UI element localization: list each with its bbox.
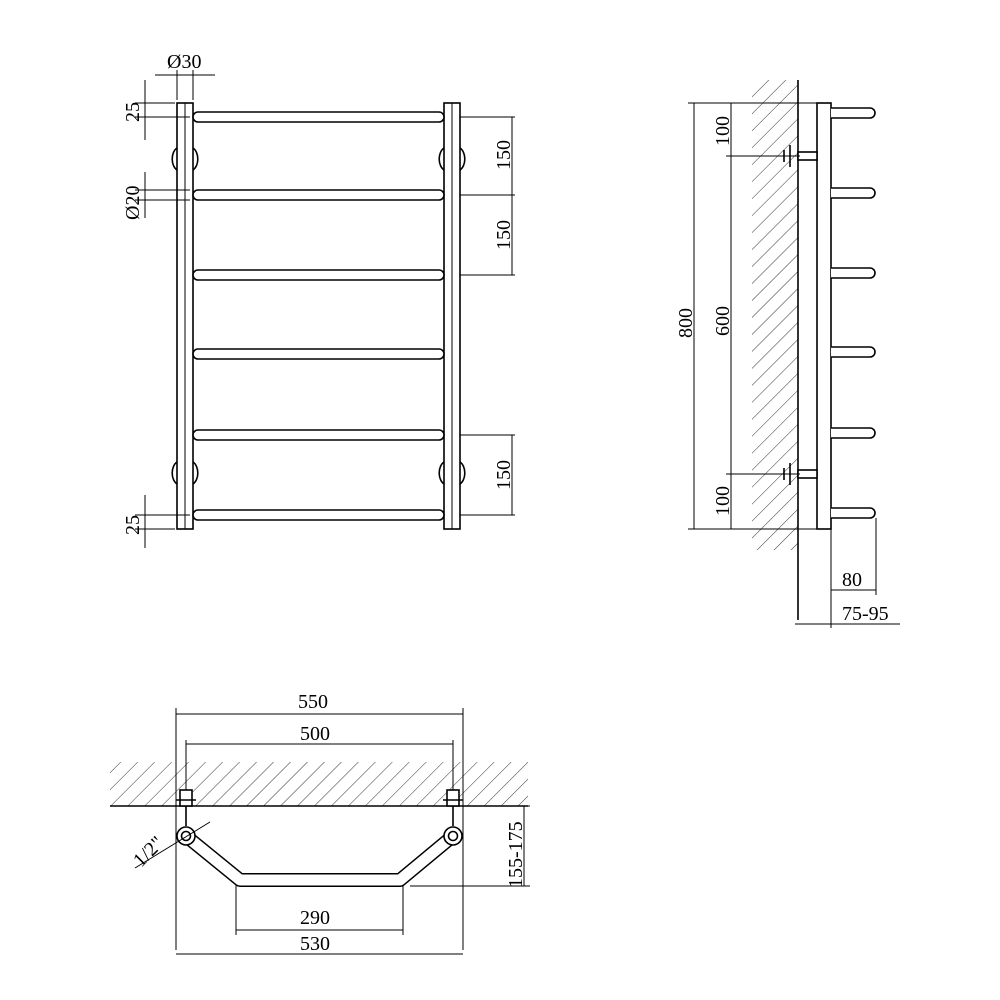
side-bars <box>831 107 876 519</box>
crossbars <box>192 111 445 521</box>
pipe-diameter-label: Ø30 <box>167 51 201 73</box>
crossbar <box>192 189 445 201</box>
crossbar <box>192 509 445 521</box>
front-view: Ø30 25 Ø20 25 150 150 150 <box>122 51 515 548</box>
top-offset-label: 25 <box>122 102 144 122</box>
top-wall-hatch <box>110 762 528 806</box>
width-bottom-label: 530 <box>300 933 330 955</box>
mount-bottom-offset-label: 100 <box>712 486 734 516</box>
crossbar <box>192 348 445 360</box>
crossbar <box>192 429 445 441</box>
depth-label: 80 <box>842 569 862 591</box>
top-mounts <box>176 789 463 826</box>
wall-distance-label: 75-95 <box>842 603 889 625</box>
width-inner-label: 290 <box>300 907 330 929</box>
thread-label: 1/2" <box>129 832 168 871</box>
spacing-label-3: 150 <box>493 460 515 490</box>
side-pipe <box>816 102 832 530</box>
wall-hatch <box>752 80 798 550</box>
height-total-label: 800 <box>675 308 697 338</box>
crossbar <box>192 111 445 123</box>
projection-label: 155-175 <box>505 821 527 888</box>
mount-top-offset-label: 100 <box>712 116 734 146</box>
crossbar <box>192 269 445 281</box>
bar-diameter-label: Ø20 <box>122 186 144 220</box>
side-view: 800 100 600 100 80 75-95 <box>675 80 900 628</box>
top-view: 550 500 1/2" 155-175 <box>110 691 530 955</box>
width-mount-label: 500 <box>300 723 330 745</box>
connector-left <box>176 826 196 846</box>
mount-spacing-label: 600 <box>712 306 734 336</box>
connector-right <box>443 826 463 846</box>
spacing-label-2: 150 <box>493 220 515 250</box>
spacing-label-1: 150 <box>493 140 515 170</box>
bottom-offset-label: 25 <box>122 515 144 535</box>
mount-connectors <box>171 147 466 485</box>
width-outer-label: 550 <box>298 691 328 713</box>
